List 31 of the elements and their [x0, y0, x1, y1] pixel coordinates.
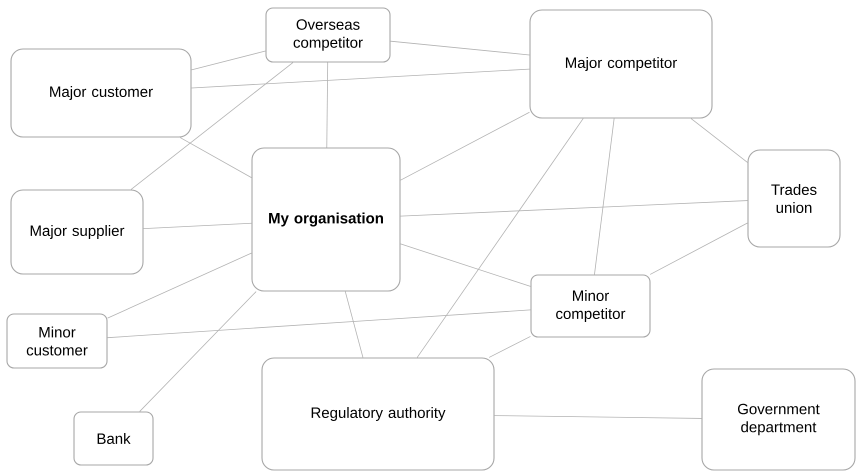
stakeholder-box: Overseas competitor: [265, 7, 391, 63]
connector-line: [400, 200, 748, 217]
connector-line: [690, 118, 748, 163]
connector-line: [107, 252, 252, 319]
connector-line: [326, 62, 328, 148]
stakeholder-box: Government department: [701, 368, 856, 471]
stakeholder-box: Minor customer: [6, 313, 108, 369]
connector-line: [130, 62, 294, 190]
connector-line: [139, 291, 257, 412]
connector-line: [400, 243, 531, 287]
stakeholder-box: Major competitor: [529, 9, 713, 119]
stakeholder-box: Regulatory authority: [261, 357, 495, 471]
stakeholder-box: Major supplier: [10, 189, 144, 275]
connector-line: [344, 291, 364, 358]
stakeholder-box: Trades union: [747, 149, 841, 248]
connector-line: [650, 222, 748, 275]
connector-line: [191, 50, 266, 70]
organisation-box: My organisation: [251, 147, 401, 292]
connector-line: [390, 40, 530, 56]
stakeholder-box: Major customer: [10, 48, 192, 138]
connector-line: [180, 137, 252, 178]
connector-line: [488, 336, 531, 358]
connector-line: [416, 118, 584, 358]
connector-line: [143, 222, 252, 230]
stakeholder-box: Minor competitor: [530, 274, 651, 338]
stakeholder-box: Bank: [73, 411, 154, 466]
connector-line: [107, 310, 531, 338]
connector-line: [400, 112, 530, 181]
connector-line: [494, 415, 702, 419]
connector-line: [191, 68, 530, 88]
connector-line: [594, 118, 615, 275]
